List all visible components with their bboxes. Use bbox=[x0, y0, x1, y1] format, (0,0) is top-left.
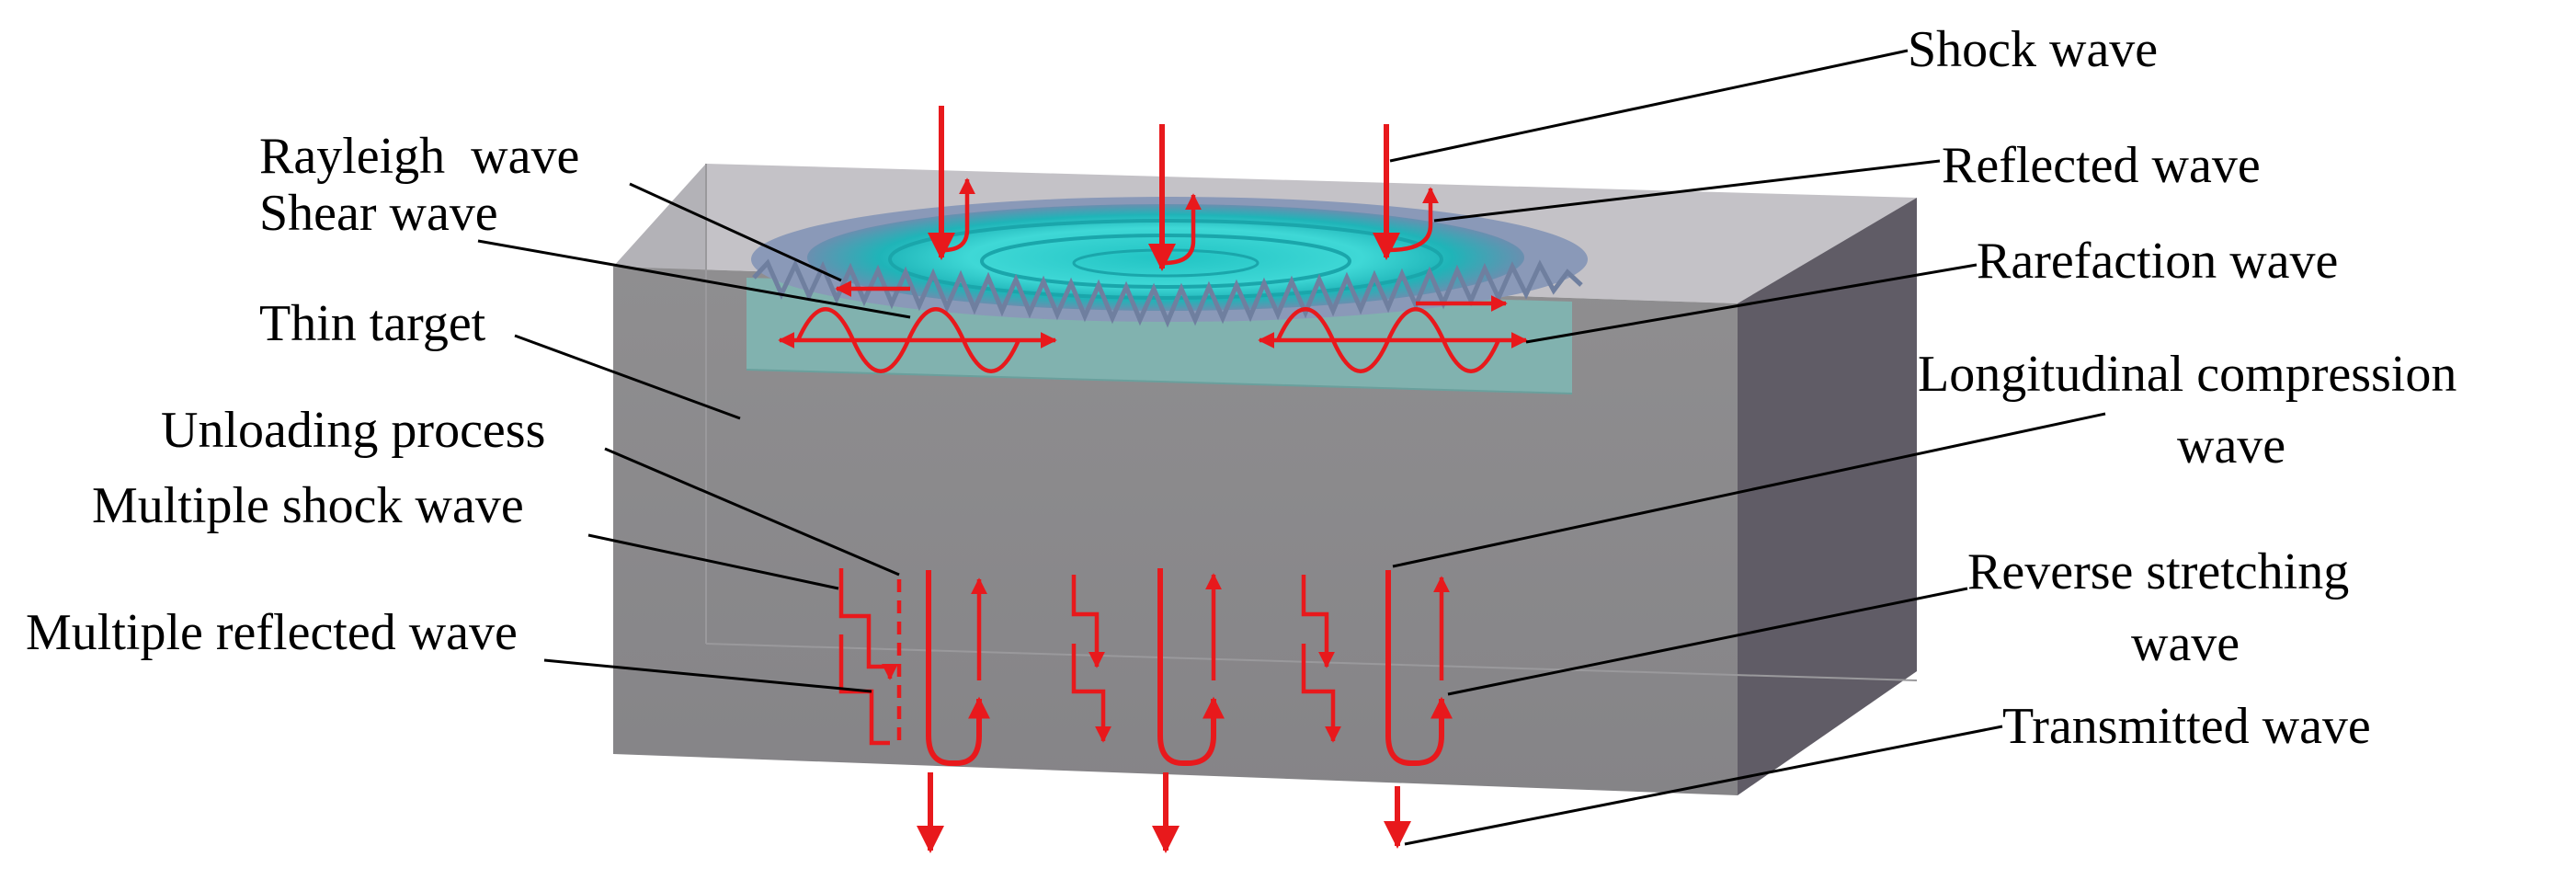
surface-arrows bbox=[835, 106, 1508, 312]
leader-rayleigh-wave bbox=[629, 182, 842, 282]
multiple-shock-steps-left bbox=[838, 568, 898, 680]
leader-reverse-stretching bbox=[1447, 587, 1968, 696]
reflected-arrow-3 bbox=[1387, 187, 1439, 253]
label-thin-target: Thin target bbox=[259, 295, 486, 352]
labels: Shock wave Reflected wave Rarefaction wa… bbox=[26, 21, 2456, 755]
shear-sine-right bbox=[1275, 307, 1501, 373]
label-unloading-process: Unloading process bbox=[161, 402, 545, 459]
leader-lines bbox=[477, 49, 2106, 846]
label-multiple-shock-wave: Multiple shock wave bbox=[92, 477, 524, 534]
label-rayleigh-wave: Rayleigh wave bbox=[259, 128, 579, 185]
reflected-arrow-2 bbox=[1163, 193, 1202, 266]
multiple-shock-steps-right bbox=[1301, 575, 1335, 668]
internal-wave-group-right bbox=[1301, 570, 1453, 849]
multiple-reflected-steps-middle bbox=[1071, 644, 1111, 743]
thin-target-edge bbox=[746, 369, 1573, 394]
label-reverse-stretching-1: Reverse stretching bbox=[1967, 543, 2349, 600]
block-front-face bbox=[613, 267, 1738, 795]
leader-multiple-shock-wave bbox=[587, 533, 839, 590]
compression-u-left bbox=[926, 570, 990, 766]
label-longitudinal-compression-1: Longitudinal compression bbox=[1918, 346, 2456, 403]
leader-longitudinal-compression bbox=[1392, 412, 2106, 568]
shear-sine-left bbox=[795, 307, 1021, 373]
leader-transmitted-wave bbox=[1404, 725, 2003, 846]
leader-shear-wave bbox=[477, 239, 911, 319]
leader-reflected-wave bbox=[1433, 159, 1941, 223]
leader-unloading-process bbox=[604, 447, 900, 577]
compression-u-middle bbox=[1157, 568, 1225, 766]
multiple-reflected-steps-right bbox=[1301, 644, 1341, 743]
crater-ring-1 bbox=[888, 219, 1443, 300]
crater-ring-2 bbox=[980, 234, 1351, 289]
block-inner-edge bbox=[705, 643, 1918, 681]
label-rarefaction-wave: Rarefaction wave bbox=[1977, 233, 2338, 290]
label-multiple-reflected-wave: Multiple reflected wave bbox=[26, 604, 518, 661]
shear-waves bbox=[778, 307, 1528, 373]
leader-shock-wave bbox=[1389, 49, 1909, 163]
label-reflected-wave: Reflected wave bbox=[1942, 137, 2261, 194]
block-right-face bbox=[1738, 198, 1917, 795]
label-reverse-stretching-2: wave bbox=[2131, 615, 2240, 672]
leader-multiple-reflected-wave bbox=[543, 658, 872, 693]
compression-u-right bbox=[1385, 570, 1453, 766]
label-shear-wave: Shear wave bbox=[259, 185, 498, 242]
label-shock-wave: Shock wave bbox=[1908, 21, 2158, 78]
leader-rarefaction-wave bbox=[1525, 263, 1978, 344]
label-longitudinal-compression-2: wave bbox=[2177, 417, 2285, 474]
label-transmitted-wave: Transmitted wave bbox=[2002, 698, 2371, 755]
reflected-arrow-1 bbox=[942, 177, 975, 253]
multiple-shock-steps-middle bbox=[1071, 575, 1105, 668]
internal-wave-group-middle bbox=[1071, 568, 1225, 853]
leader-thin-target bbox=[514, 334, 741, 420]
